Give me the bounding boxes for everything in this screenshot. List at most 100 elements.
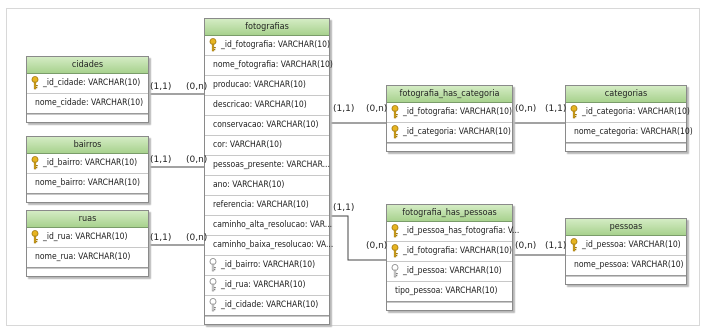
cardinality-label: (0,n) xyxy=(186,82,208,92)
cardinality-label: (0,n) xyxy=(186,233,208,243)
field-label: tipo_pessoa: VARCHAR(10) xyxy=(395,286,498,296)
link-fotografias-fhp xyxy=(330,215,386,261)
cardinality-label: (0,n) xyxy=(366,241,388,251)
field-id-fotografia[interactable]: _id_fotografia: VARCHAR(10) xyxy=(387,103,512,123)
field-conservacao[interactable]: conservacao: VARCHAR(10) xyxy=(205,116,329,136)
field-id-fotografia[interactable]: _id_fotografia: VARCHAR(10) xyxy=(387,242,512,262)
field-label: caminho_alta_resolucao: VAR... xyxy=(213,220,333,230)
field-nome-fotografia[interactable]: nome_fotografia: VARCHAR(10) xyxy=(205,56,333,76)
field-nome-cidade[interactable]: nome_cidade: VARCHAR(10) xyxy=(27,94,148,114)
field-label: nome_rua: VARCHAR(10) xyxy=(35,252,131,262)
field-id-categoria[interactable]: _id_categoria: VARCHAR(10) xyxy=(387,123,512,143)
primary-key-icon xyxy=(31,76,39,90)
field-label: cor: VARCHAR(10) xyxy=(213,140,283,150)
entity-fotografia-has-pessoas[interactable]: fotografia_has_pessoas _id_pessoa_has_fo… xyxy=(386,204,519,311)
field-label: _id_fotografia: VARCHAR(10) xyxy=(403,246,512,256)
field-ano[interactable]: ano: VARCHAR(10) xyxy=(205,176,329,196)
entity-title: fotografia_has_categoria xyxy=(387,86,512,103)
foreign-key-icon xyxy=(391,264,399,278)
cardinality-label: (1,1) xyxy=(150,233,172,243)
field-referencia[interactable]: referencia: VARCHAR(10) xyxy=(205,196,329,216)
entity-title: fotografias xyxy=(205,19,329,36)
foreign-key-icon xyxy=(209,258,217,272)
cardinality-label: (1,1) xyxy=(333,203,355,213)
field-descricao[interactable]: descricao: VARCHAR(10) xyxy=(205,96,329,116)
entity-footer xyxy=(205,316,329,324)
field-label: descricao: VARCHAR(10) xyxy=(213,100,307,110)
field-label: _id_rua: VARCHAR(10) xyxy=(43,232,128,242)
entity-title: ruas xyxy=(27,211,148,228)
field-label: _id_fotografia: VARCHAR(10) xyxy=(403,107,512,117)
field-fk-id-rua[interactable]: _id_rua: VARCHAR(10) xyxy=(205,276,329,296)
field-label: _id_fotografia: VARCHAR(10) xyxy=(221,40,330,50)
entity-footer xyxy=(387,143,512,151)
field-label: nome_cidade: VARCHAR(10) xyxy=(35,98,144,108)
entity-title: cidades xyxy=(27,57,148,74)
entity-title: pessoas xyxy=(566,219,686,236)
field-label: nome_bairro: VARCHAR(10) xyxy=(35,178,140,188)
field-label: producao: VARCHAR(10) xyxy=(213,80,306,90)
field-id-pessoa[interactable]: _id_pessoa: VARCHAR(10) xyxy=(387,262,512,282)
field-label: _id_cidade: VARCHAR(10) xyxy=(43,78,141,88)
entity-footer xyxy=(27,268,148,276)
primary-key-icon xyxy=(570,238,578,252)
field-label: _id_cidade: VARCHAR(10) xyxy=(221,300,319,310)
diagram-canvas xyxy=(6,8,700,326)
field-nome-bairro[interactable]: nome_bairro: VARCHAR(10) xyxy=(27,174,148,194)
entity-title: bairros xyxy=(27,137,148,154)
field-pessoas-presente[interactable]: pessoas_presente: VARCHAR... xyxy=(205,156,330,176)
field-id-categoria[interactable]: _id_categoria: VARCHAR(10) xyxy=(566,103,690,123)
field-label: nome_fotografia: VARCHAR(10) xyxy=(213,60,333,70)
field-cor[interactable]: cor: VARCHAR(10) xyxy=(205,136,329,156)
primary-key-icon xyxy=(570,105,578,119)
cardinality-label: (0,n) xyxy=(515,241,537,251)
entity-categorias[interactable]: categorias _id_categoria: VARCHAR(10) no… xyxy=(565,85,693,152)
field-label: _id_pessoa: VARCHAR(10) xyxy=(582,240,681,250)
field-label: caminho_baixa_resolucao: VA... xyxy=(213,240,334,250)
entity-footer xyxy=(566,143,686,151)
field-fk-id-cidade[interactable]: _id_cidade: VARCHAR(10) xyxy=(205,296,329,316)
entity-fotografias[interactable]: fotografias _id_fotografia: VARCHAR(10) … xyxy=(204,18,333,325)
field-id-bairro[interactable]: _id_bairro: VARCHAR(10) xyxy=(27,154,148,174)
field-nome-pessoa[interactable]: nome_pessoa: VARCHAR(10) xyxy=(566,256,686,276)
field-label: conservacao: VARCHAR(10) xyxy=(213,120,319,130)
entity-bairros[interactable]: bairros _id_bairro: VARCHAR(10) nome_bai… xyxy=(26,136,149,203)
field-fk-id-bairro[interactable]: _id_bairro: VARCHAR(10) xyxy=(205,256,329,276)
field-id-pessoa-has-fotografia[interactable]: _id_pessoa_has_fotografia: V... xyxy=(387,222,519,242)
field-id-pessoa[interactable]: _id_pessoa: VARCHAR(10) xyxy=(566,236,686,256)
entity-footer xyxy=(27,194,148,202)
field-caminho-alta-resolucao[interactable]: caminho_alta_resolucao: VAR... xyxy=(205,216,333,236)
cardinality-label: (1,1) xyxy=(333,104,355,114)
field-producao[interactable]: producao: VARCHAR(10) xyxy=(205,76,329,96)
field-tipo-pessoa[interactable]: tipo_pessoa: VARCHAR(10) xyxy=(387,282,512,302)
entity-fotografia-has-categoria[interactable]: fotografia_has_categoria _id_fotografia:… xyxy=(386,85,513,152)
field-id-rua[interactable]: _id_rua: VARCHAR(10) xyxy=(27,228,148,248)
field-nome-categoria[interactable]: nome_categoria: VARCHAR(10) xyxy=(566,123,693,143)
entity-cidades[interactable]: cidades _id_cidade: VARCHAR(10) nome_cid… xyxy=(26,56,149,123)
field-label: _id_bairro: VARCHAR(10) xyxy=(221,260,316,270)
primary-key-icon xyxy=(391,224,399,238)
field-label: _id_pessoa: VARCHAR(10) xyxy=(403,266,502,276)
field-label: _id_rua: VARCHAR(10) xyxy=(221,280,306,290)
cardinality-label: (0,n) xyxy=(366,104,388,114)
primary-key-icon xyxy=(391,105,399,119)
entity-footer xyxy=(387,302,512,310)
field-label: _id_categoria: VARCHAR(10) xyxy=(582,107,690,117)
primary-key-icon xyxy=(31,156,39,170)
field-caminho-baixa-resolucao[interactable]: caminho_baixa_resolucao: VA... xyxy=(205,236,333,256)
field-label: nome_categoria: VARCHAR(10) xyxy=(574,127,693,137)
field-nome-rua[interactable]: nome_rua: VARCHAR(10) xyxy=(27,248,148,268)
entity-title: categorias xyxy=(566,86,686,103)
field-id-cidade[interactable]: _id_cidade: VARCHAR(10) xyxy=(27,74,148,94)
entity-pessoas[interactable]: pessoas _id_pessoa: VARCHAR(10) nome_pes… xyxy=(565,218,687,285)
field-label: _id_categoria: VARCHAR(10) xyxy=(403,127,511,137)
foreign-key-icon xyxy=(209,278,217,292)
entity-title: fotografia_has_pessoas xyxy=(387,205,512,222)
entity-ruas[interactable]: ruas _id_rua: VARCHAR(10) nome_rua: VARC… xyxy=(26,210,149,277)
primary-key-icon xyxy=(391,244,399,258)
field-label: nome_pessoa: VARCHAR(10) xyxy=(574,260,684,270)
field-label: _id_bairro: VARCHAR(10) xyxy=(43,158,138,168)
field-id-fotografia[interactable]: _id_fotografia: VARCHAR(10) xyxy=(205,36,330,56)
